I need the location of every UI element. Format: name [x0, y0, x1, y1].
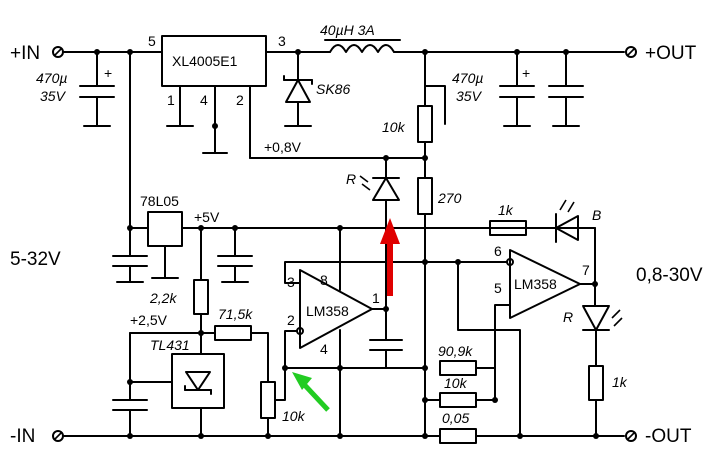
- r-10k-label: 10k: [444, 375, 468, 391]
- opamp-2: [424, 249, 598, 437]
- ic-pin2: 2: [236, 92, 244, 108]
- in-pos-label: +IN: [10, 43, 40, 64]
- schottky-diode: [283, 49, 313, 127]
- ref-name: TL431: [150, 337, 190, 353]
- green-arrow: [292, 372, 330, 412]
- ref-r715: 71,5k: [218, 306, 253, 322]
- r-270-label: 270: [437, 190, 462, 206]
- r-top-label: 10k: [382, 119, 406, 135]
- ic-pin5: 5: [148, 33, 156, 49]
- out-neg-label: -OUT: [645, 426, 692, 447]
- ic-pin1: 1: [167, 92, 175, 108]
- led-r1-label: R: [346, 171, 356, 187]
- inductor-label: 40µH 3A: [320, 22, 375, 38]
- reg-name: 78L05: [140, 193, 179, 209]
- opamp2-p5: 5: [494, 280, 502, 296]
- ref-pot: 10k: [282, 408, 306, 424]
- led-r2-label: R: [563, 309, 573, 325]
- reference-network: [112, 227, 286, 437]
- opamp1-p1: 1: [372, 290, 380, 306]
- r-1k-b-label: 1k: [612, 374, 628, 390]
- cap-out-voltage: 35V: [456, 88, 483, 104]
- ic-pin4: 4: [200, 92, 208, 108]
- cap-in-voltage: 35V: [40, 88, 67, 104]
- fb-label: +0,8V: [264, 139, 302, 155]
- r-909-label: 90,9k: [438, 343, 473, 359]
- led-b-branch: [489, 199, 596, 307]
- led-b-label: B: [592, 207, 601, 223]
- opamp2-p6: 6: [494, 243, 502, 259]
- opamp-1: [282, 227, 426, 437]
- ref-v25: +2,5V: [130, 312, 168, 328]
- r-shunt-label: 0,05: [442, 410, 469, 426]
- opamp1-p4: 4: [320, 341, 328, 357]
- out-pos-label: +OUT: [645, 43, 697, 64]
- led-r-output: [582, 305, 623, 437]
- xl4005-ic: [161, 35, 426, 159]
- opamp2-name: LM358: [514, 276, 557, 292]
- in-neg-label: -IN: [10, 426, 35, 447]
- r-1k-a-label: 1k: [498, 202, 514, 218]
- opamp2-p7: 7: [582, 262, 590, 278]
- diode-label: SK86: [316, 81, 350, 97]
- red-arrow: [380, 218, 400, 296]
- feedback-divider: [417, 51, 446, 437]
- opamp1-p3: 3: [287, 274, 295, 290]
- opamp1-p8: 8: [320, 272, 328, 288]
- resistor-bank: [422, 360, 625, 444]
- led-r-feedback: [359, 155, 400, 233]
- input-positive-rail: [52, 46, 163, 127]
- reg-5v: +5V: [194, 209, 220, 225]
- ic-name: XL4005E1: [172, 53, 238, 69]
- input-range-label: 5-32V: [10, 249, 61, 270]
- opamp1-name: LM358: [306, 303, 349, 319]
- ic-pin3: 3: [278, 33, 286, 49]
- opamp1-p2: 2: [287, 312, 295, 328]
- ground-rail: [52, 430, 637, 442]
- cap-in-plus: +: [104, 65, 112, 81]
- ref-r22: 2,2k: [149, 290, 177, 306]
- cap-in-value: 470µ: [36, 70, 67, 86]
- inductor: [297, 39, 625, 55]
- output-range-label: 0,8-30V: [636, 265, 703, 286]
- cap-out-value: 470µ: [452, 70, 483, 86]
- output-capacitors: [499, 46, 637, 127]
- cap-out-plus: +: [522, 65, 530, 81]
